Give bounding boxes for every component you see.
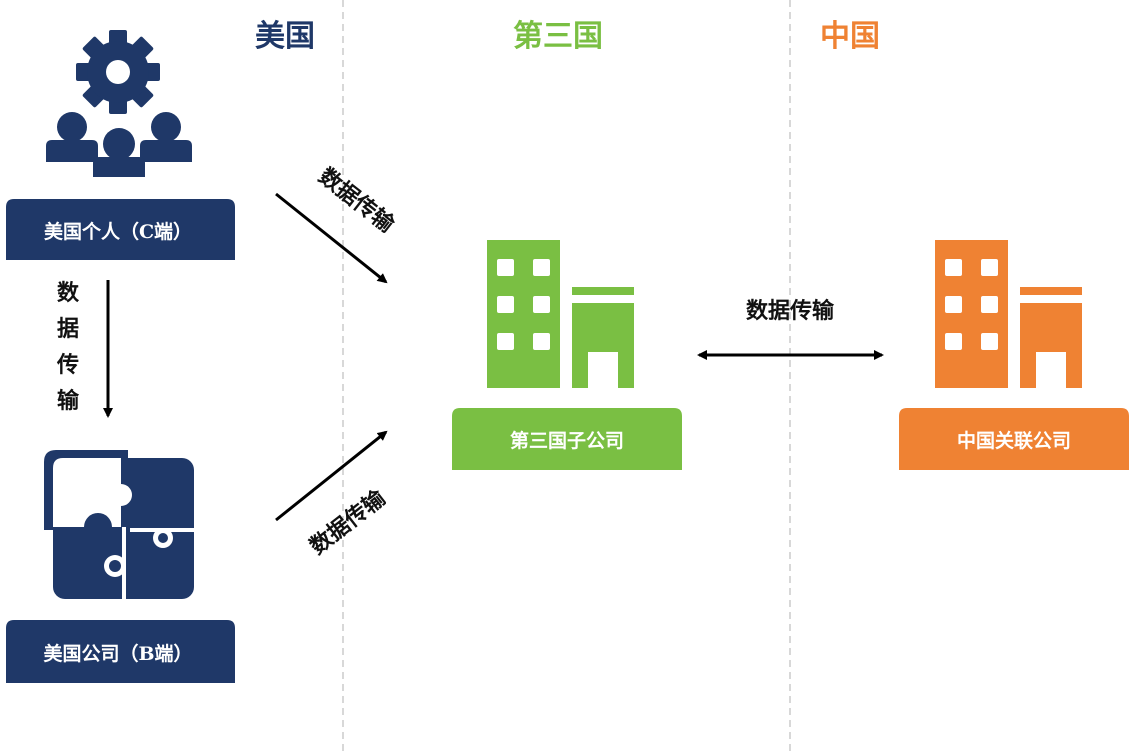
us-company-box <box>6 620 235 683</box>
arrow-company-to-third <box>275 430 388 522</box>
users-gear-icon <box>46 30 192 177</box>
china-affiliate-box <box>899 408 1129 470</box>
us-individual-label: 美国个人（C端） <box>44 220 192 243</box>
flow-label-third-china: 数据传输 <box>746 298 835 324</box>
flow-char: 传 <box>56 352 79 378</box>
flow-label-individual-to-third: 数据传输 <box>314 163 400 238</box>
header-china: 中国 <box>820 19 880 54</box>
building-icon <box>935 240 1082 388</box>
us-company-label: 美国公司（B端） <box>43 642 192 665</box>
flow-label-vertical: 数 据 传 输 <box>56 280 80 414</box>
building-icon <box>487 240 634 388</box>
us-individual-box <box>6 199 235 260</box>
flow-label-company-to-third: 数据传输 <box>305 485 391 560</box>
china-affiliate-label: 中国关联公司 <box>957 429 1071 452</box>
arrow-individual-to-third <box>275 192 388 284</box>
puzzle-icon <box>44 450 194 600</box>
flow-char: 数 <box>57 280 80 306</box>
header-usa: 美国 <box>255 19 315 54</box>
third-subsidiary-box <box>452 408 682 470</box>
header-third-country: 第三国 <box>513 19 603 54</box>
third-subsidiary-label: 第三国子公司 <box>510 429 624 452</box>
flow-char: 输 <box>57 388 80 414</box>
flow-char: 据 <box>57 316 79 342</box>
